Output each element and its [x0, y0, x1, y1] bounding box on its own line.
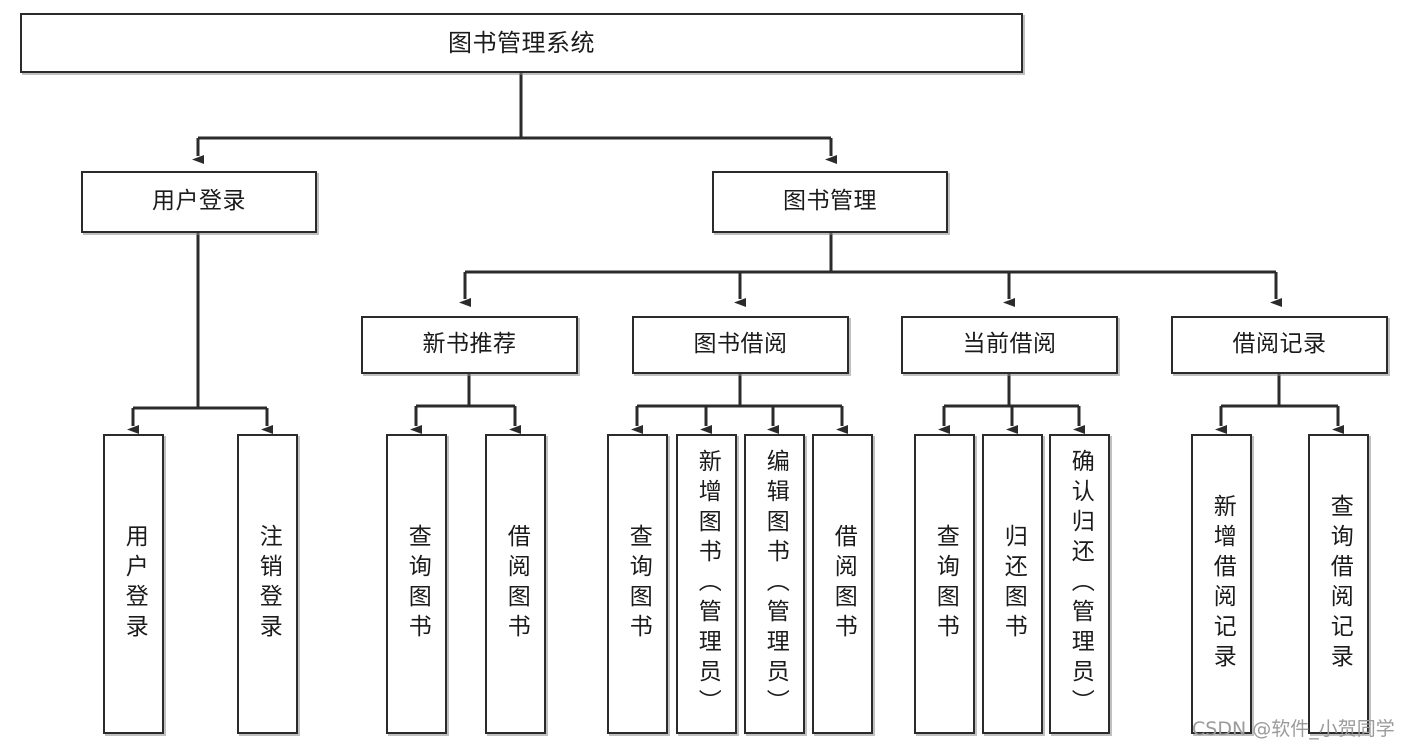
node-book-manage-label: 图书管理 [783, 188, 877, 215]
node-borrow-record-label: 借阅记录 [1232, 331, 1327, 358]
node-user-login[interactable]: 用户登录 [81, 171, 317, 233]
node-leaf-logout-label: 注销登录 [255, 524, 282, 644]
csdn-watermark: CSDN @软件_小贺同学 [1192, 718, 1395, 740]
node-leaf-query-book-2[interactable]: 查询图书 [607, 434, 668, 734]
node-leaf-add-book[interactable]: 新增图书（管理员） [676, 434, 737, 734]
node-root[interactable]: 图书管理系统 [20, 13, 1023, 73]
node-leaf-borrow-book-2[interactable]: 借阅图书 [812, 434, 873, 734]
node-leaf-query-record[interactable]: 查询借阅记录 [1308, 434, 1369, 734]
node-leaf-borrow-book-1-label: 借阅图书 [503, 524, 530, 644]
node-leaf-confirm-return[interactable]: 确认归还（管理员） [1049, 434, 1110, 734]
node-leaf-edit-book[interactable]: 编辑图书（管理员） [744, 434, 805, 734]
node-new-book-recommend[interactable]: 新书推荐 [361, 316, 578, 374]
node-leaf-add-record[interactable]: 新增借阅记录 [1191, 434, 1252, 734]
node-leaf-borrow-book-2-label: 借阅图书 [830, 524, 857, 644]
node-leaf-confirm-return-label: 确认归还（管理员） [1067, 449, 1094, 719]
node-root-label: 图书管理系统 [448, 28, 595, 57]
node-leaf-borrow-book-1[interactable]: 借阅图书 [485, 434, 546, 734]
node-leaf-query-book-1[interactable]: 查询图书 [386, 434, 447, 734]
node-new-book-recommend-label: 新书推荐 [422, 331, 517, 358]
node-leaf-add-book-label: 新增图书（管理员） [694, 449, 721, 719]
node-leaf-query-record-label: 查询借阅记录 [1326, 494, 1353, 674]
node-current-borrow-label: 当前借阅 [962, 331, 1057, 358]
node-leaf-query-book-3[interactable]: 查询图书 [914, 434, 975, 734]
node-leaf-query-book-2-label: 查询图书 [625, 524, 652, 644]
node-leaf-logout[interactable]: 注销登录 [237, 434, 298, 734]
node-leaf-query-book-1-label: 查询图书 [404, 524, 431, 644]
node-user-login-label: 用户登录 [152, 188, 246, 215]
node-current-borrow[interactable]: 当前借阅 [901, 316, 1118, 374]
node-leaf-add-record-label: 新增借阅记录 [1209, 494, 1236, 674]
node-leaf-return-book[interactable]: 归还图书 [982, 434, 1043, 734]
node-book-borrow[interactable]: 图书借阅 [632, 316, 849, 374]
node-leaf-user-login[interactable]: 用户登录 [103, 434, 164, 734]
node-leaf-user-login-label: 用户登录 [121, 524, 148, 644]
node-leaf-return-book-label: 归还图书 [1000, 524, 1027, 644]
node-borrow-record[interactable]: 借阅记录 [1171, 316, 1388, 374]
node-book-borrow-label: 图书借阅 [693, 331, 788, 358]
node-leaf-edit-book-label: 编辑图书（管理员） [762, 449, 789, 719]
node-leaf-query-book-3-label: 查询图书 [932, 524, 959, 644]
node-book-manage[interactable]: 图书管理 [712, 171, 948, 233]
